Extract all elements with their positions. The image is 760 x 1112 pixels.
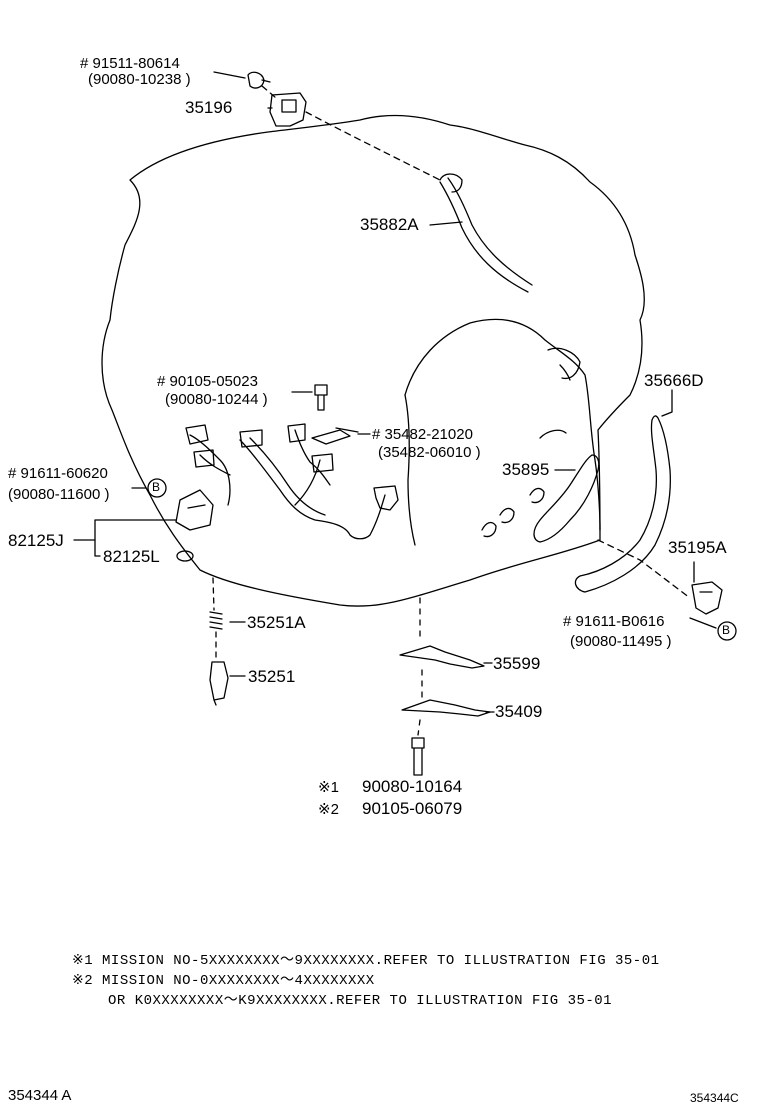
label-91511-80614: # 91511-80614 [80,55,180,72]
label-91611-60620: # 91611-60620 [8,465,108,482]
label-35196: 35196 [185,98,233,117]
label-90080-10164: 90080-10164 [362,777,463,796]
hose-35666d [574,415,671,593]
hose-35882a-end [439,173,463,193]
label-90105-05023: # 90105-05023 [157,373,258,390]
label-90080-10238: (90080-10238 ) [88,71,191,88]
dash-center [417,597,423,736]
label-90105-06079: 90105-06079 [362,799,463,818]
bell-housing-lip [404,394,416,546]
hose-35895 [533,454,600,543]
connector-3 [239,429,263,448]
spring-35251a [209,611,223,630]
leader-91511 [213,71,246,79]
wire-harness [189,429,386,540]
bolt-91511 [247,71,271,89]
label-35666d: 35666D [644,371,704,390]
label-35482-21020: # 35482-21020 [372,426,473,443]
label-91611-b0616: # 91611-B0616 [563,613,665,630]
leader-91611b [689,617,717,629]
label-35251: 35251 [248,667,296,686]
marker-b1: B [152,480,161,494]
marker-b2-circle [717,621,737,641]
connector-6 [373,485,399,511]
label-82125l: 82125L [103,547,160,566]
note-line-3: OR K0XXXXXXXX〜K9XXXXXXXX.REFER TO ILLUST… [108,993,613,1009]
note-line-1: ※1 MISSION NO-5XXXXXXXX〜9XXXXXXXX.REFER … [72,953,660,969]
dash-to-spring [212,577,215,611]
label-90080-11495: (90080-11495 ) [570,633,672,650]
plate-35409 [401,699,491,717]
label-35482-06010: (35482-06010 ) [378,444,481,461]
fitting-1 [481,521,497,538]
o-ring-82125l [176,550,194,562]
bolt-90105 [314,384,328,411]
label-35195a: 35195A [668,538,727,557]
sensor-82125j [175,489,214,531]
leader-82125l [94,539,101,557]
label-90080-11600: (90080-11600 ) [8,486,110,503]
fitting-2 [499,507,515,524]
leader-35666d [661,389,673,417]
label-35599: 35599 [493,654,541,673]
figure-code-left: 354344 A [8,1087,72,1104]
hose-35882a [439,177,533,293]
marker-b1-circle [147,478,167,498]
label-35895: 35895 [502,460,550,479]
dash-35196-to-hose [261,85,441,181]
clamp-35482 [311,427,359,445]
ref2-mark: ※2 [318,801,339,818]
figure-code-right: 354344C [690,1091,739,1105]
label-90080-10244: (90080-10244 ) [165,391,268,408]
label-82125j: 82125J [8,531,64,550]
fitting-3 [529,487,545,504]
ref1-mark: ※1 [318,779,339,796]
case-rib-2 [559,364,571,381]
leader-35882a [429,221,463,226]
bracket-35195a [691,581,723,615]
bracket-35196 [269,92,307,127]
label-35882a: 35882A [360,215,419,234]
label-35409: 35409 [495,702,543,721]
plunger-35251 [209,661,229,706]
label-35251a: 35251A [247,613,306,632]
bolt-90080-10164 [411,737,425,776]
leader-82125j [73,519,177,541]
dash-to-35195a [597,539,691,599]
connector-4 [287,423,306,443]
hose-35895-cap [539,429,567,439]
plate-35599 [399,645,485,669]
marker-b2: B [722,623,731,637]
transmission-case-outline [101,114,645,607]
connector-5 [311,453,334,473]
connector-2 [193,449,215,468]
note-line-2: ※2 MISSION NO-0XXXXXXXX〜4XXXXXXXX [72,973,375,989]
connector-1 [185,424,209,445]
bell-housing-inner [404,318,601,531]
